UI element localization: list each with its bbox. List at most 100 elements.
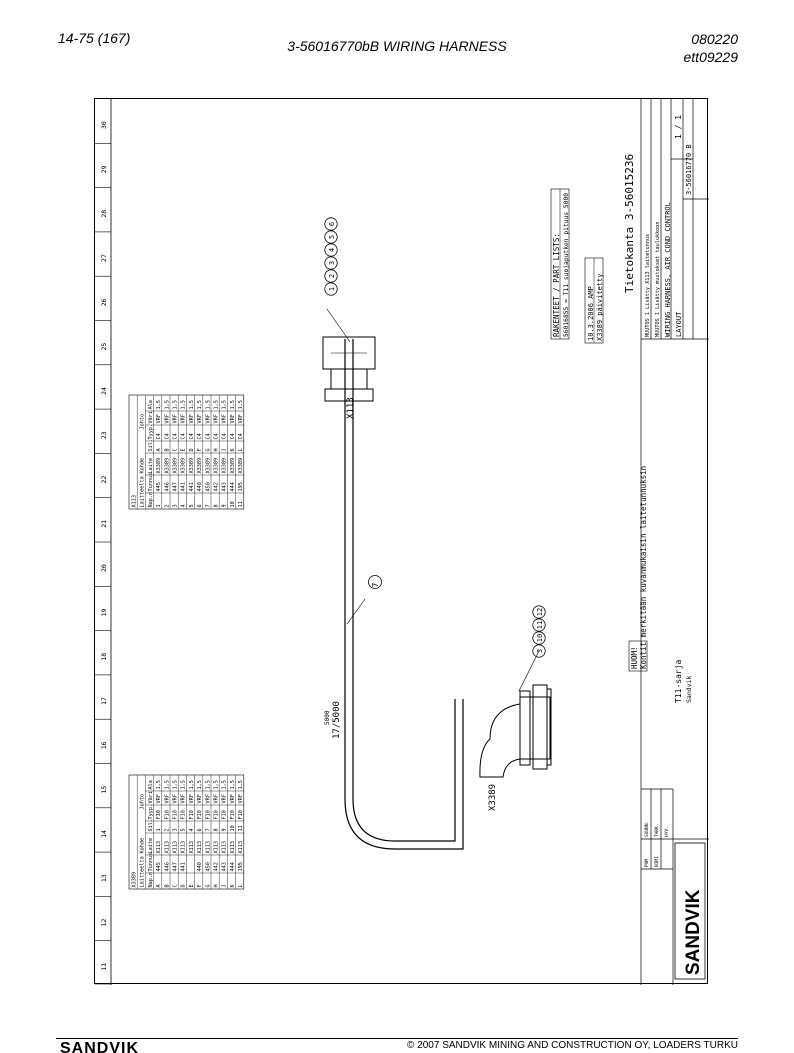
table-cell: VRF <box>205 414 211 423</box>
table-group-from: Laitteelta <box>140 856 146 887</box>
table-cell: 447 <box>173 482 179 491</box>
callout-label: 11 <box>536 621 544 629</box>
table-cell: 1,5 <box>164 400 170 409</box>
ruler-number: 11 <box>100 963 108 971</box>
callout-circle <box>532 618 546 632</box>
table-cell: C4 <box>214 433 220 439</box>
table-cell: 1,5 <box>214 400 220 409</box>
callout-7-leader <box>346 598 366 625</box>
table-cell: C <box>173 884 179 887</box>
ruler-number: 12 <box>100 919 108 927</box>
callout-x3389-leader <box>518 650 540 692</box>
table-cell: X113 <box>189 841 195 854</box>
table-cell: 443 <box>222 482 228 491</box>
table-column-header: Tyyp. <box>148 424 154 440</box>
table-cell: X113 <box>205 841 211 854</box>
cable-path <box>344 339 464 850</box>
ruler-number: 25 <box>100 343 108 351</box>
sandvik-logo: SANDVIK <box>674 842 706 980</box>
table-cell: 1,5 <box>156 400 162 409</box>
footer-copyright: © 2007 SANDVIK MINING AND CONSTRUCTION O… <box>407 1040 738 1051</box>
ruler-number: 21 <box>100 520 108 528</box>
table-cell: 7 <box>205 828 211 831</box>
header-doc-code: ett09229 <box>683 49 739 65</box>
cable-path-inner <box>352 339 456 842</box>
table-cell: 195 <box>238 482 244 491</box>
table-cell: X113 <box>197 841 203 854</box>
table-cell: X113 <box>173 841 179 854</box>
table-column-header: Sil. <box>148 819 154 832</box>
table-cell: D <box>189 448 195 451</box>
table-cell: 1,5 <box>205 780 211 789</box>
table-cell: 10 <box>230 501 236 507</box>
callout-label: 1 <box>328 287 336 291</box>
table-cell: C4 <box>156 433 162 439</box>
callout-label: 5 <box>328 235 336 239</box>
table-cell: X113 <box>156 841 162 854</box>
table-cell: 1,5 <box>230 400 236 409</box>
table-cell: 450 <box>205 862 211 871</box>
table-cell: 1 <box>156 504 162 507</box>
table-cell: 445 <box>156 482 162 491</box>
table-cell: 11 <box>238 825 244 831</box>
note-title: HUOM! <box>630 646 639 669</box>
table-cell: VRF <box>164 794 170 803</box>
table-cell: L <box>238 448 244 451</box>
table-cell: F10 <box>164 810 170 819</box>
table-cell: 440 <box>197 482 203 491</box>
table-cell: G <box>205 448 211 451</box>
callout-circle <box>532 605 546 619</box>
ruler-number: 13 <box>100 874 108 882</box>
table-column-header: Nap.n <box>148 872 154 888</box>
table-cell: 440 <box>197 862 203 871</box>
parts-list-box: RAKENTEET / PART LISTS: 56016855 = T11 s… <box>550 188 570 340</box>
table-cell: E <box>189 884 195 887</box>
table-cell: C4 <box>173 433 179 439</box>
table-cell: 442 <box>214 862 220 871</box>
table-cell: VRF <box>173 414 179 423</box>
table-cell: VRF <box>156 414 162 423</box>
ruler-marks <box>95 142 111 985</box>
table-cell: F10 <box>189 810 195 819</box>
table-cell: 1,5 <box>197 400 203 409</box>
title-block-layout: LAYOUT <box>675 311 683 337</box>
table-cell: 1,5 <box>205 400 211 409</box>
header-date: 080220 <box>691 31 738 47</box>
table-cell: C4 <box>181 433 187 439</box>
table-group-wire: Johto <box>140 794 146 810</box>
title-block-cell: NIMI <box>654 856 660 867</box>
table-cell: C4 <box>189 433 195 439</box>
table-cell: J <box>222 884 228 887</box>
table-cell: X3389 <box>238 458 244 474</box>
table-cell: X113 <box>222 841 228 854</box>
table-cell: VRF <box>181 414 187 423</box>
table-cell: 2 <box>164 828 170 831</box>
table-cell: 4 <box>181 504 187 507</box>
amp-line2: X3389 päivitetty <box>596 274 604 341</box>
ruler-number: 27 <box>100 254 108 262</box>
ruler-number: 23 <box>100 431 108 439</box>
table-cell: F10 <box>173 810 179 819</box>
table-cell: 8 <box>214 504 220 507</box>
ruler-number: 29 <box>100 165 108 173</box>
parts-line1: 56016855 = T11 suojaputken pituus 5000 <box>563 193 570 337</box>
table-cell: F <box>197 448 203 451</box>
table-cell: 1,5 <box>238 780 244 789</box>
table-cell: F10 <box>214 810 220 819</box>
ruler-number: 26 <box>100 298 108 306</box>
table-cell: X113 <box>238 841 244 854</box>
title-block-name: WIRING HARNESS, AIR COND CONTROL <box>664 202 672 337</box>
table-cell: 1,5 <box>181 780 187 789</box>
table-cell: G <box>205 884 211 887</box>
table-cell: 444 <box>230 482 236 491</box>
callout-label: 2 <box>328 274 336 278</box>
table-cell: VRF <box>230 414 236 423</box>
callout-circle <box>532 631 546 645</box>
table-group-from: Laitteelta <box>140 476 146 507</box>
header-date-block: 080220 ett09229 <box>684 30 739 66</box>
callout-circle <box>324 269 338 283</box>
